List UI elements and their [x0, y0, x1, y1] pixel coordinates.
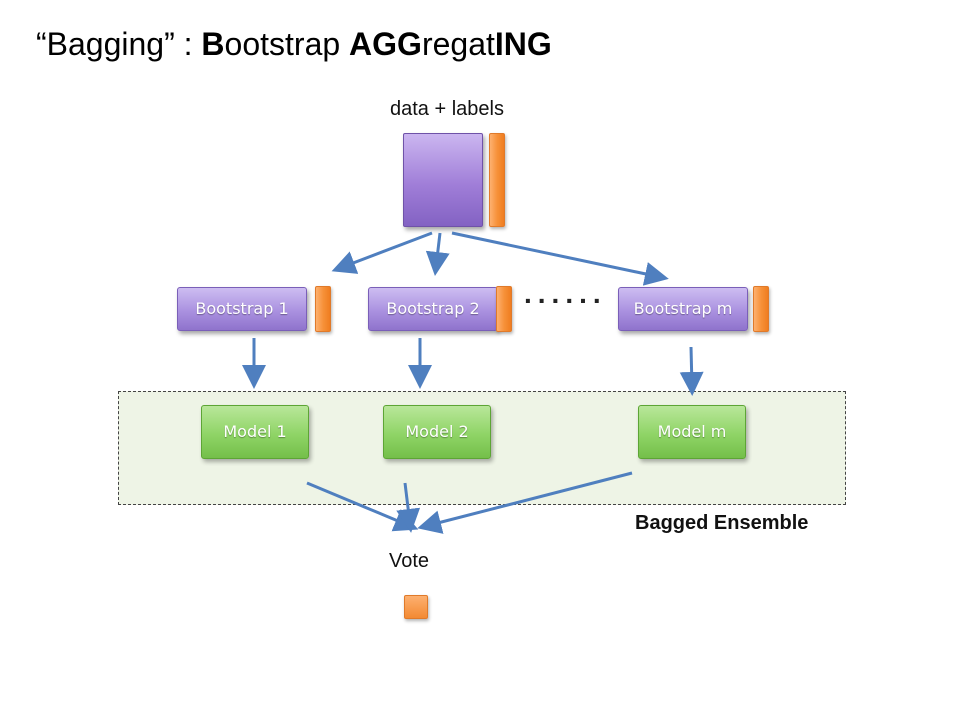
data-block [403, 133, 483, 227]
bootstrap-2-labels-bar [496, 286, 512, 332]
model-m-box: Model m [638, 405, 746, 459]
arrow-data-to-bootstrap-m [451, 231, 669, 286]
title-quote: “Bagging” [36, 26, 175, 62]
title-ing: ING [494, 26, 552, 62]
slide-title: “Bagging” : Bootstrap AGGregatING [36, 26, 552, 63]
title-b: B [201, 26, 225, 62]
title-b-rest: ootstrap [224, 26, 350, 62]
data-labels-caption: data + labels [390, 98, 504, 120]
arrow-model-1-to-vote [306, 481, 419, 532]
arrow-data-to-bootstrap-1 [331, 231, 433, 274]
model-1-box: Model 1 [201, 405, 309, 459]
arrow-model-m-to-vote [417, 471, 633, 534]
labels-bar [489, 133, 505, 227]
bootstrap-m-labels-bar [753, 286, 769, 332]
arrow-data-to-bootstrap-2 [425, 232, 450, 276]
vote-output-square [404, 595, 428, 619]
title-separator: : [174, 26, 202, 62]
arrow-model-2-to-vote [396, 482, 421, 533]
bootstrap-1-box: Bootstrap 1 [177, 287, 307, 331]
model-2-box: Model 2 [383, 405, 491, 459]
title-agg: AGG [349, 26, 422, 62]
bootstrap-1-labels-bar [315, 286, 331, 332]
bagged-ensemble-label: Bagged Ensemble [635, 512, 809, 534]
vote-label: Vote [389, 550, 430, 572]
title-agg-rest: regat [421, 26, 495, 62]
ellipsis: ...... [524, 278, 607, 309]
arrow-bootstrap-m-to-model-m [679, 346, 704, 396]
bootstrap-m-box: Bootstrap m [618, 287, 748, 331]
bootstrap-2-box: Bootstrap 2 [368, 287, 498, 331]
